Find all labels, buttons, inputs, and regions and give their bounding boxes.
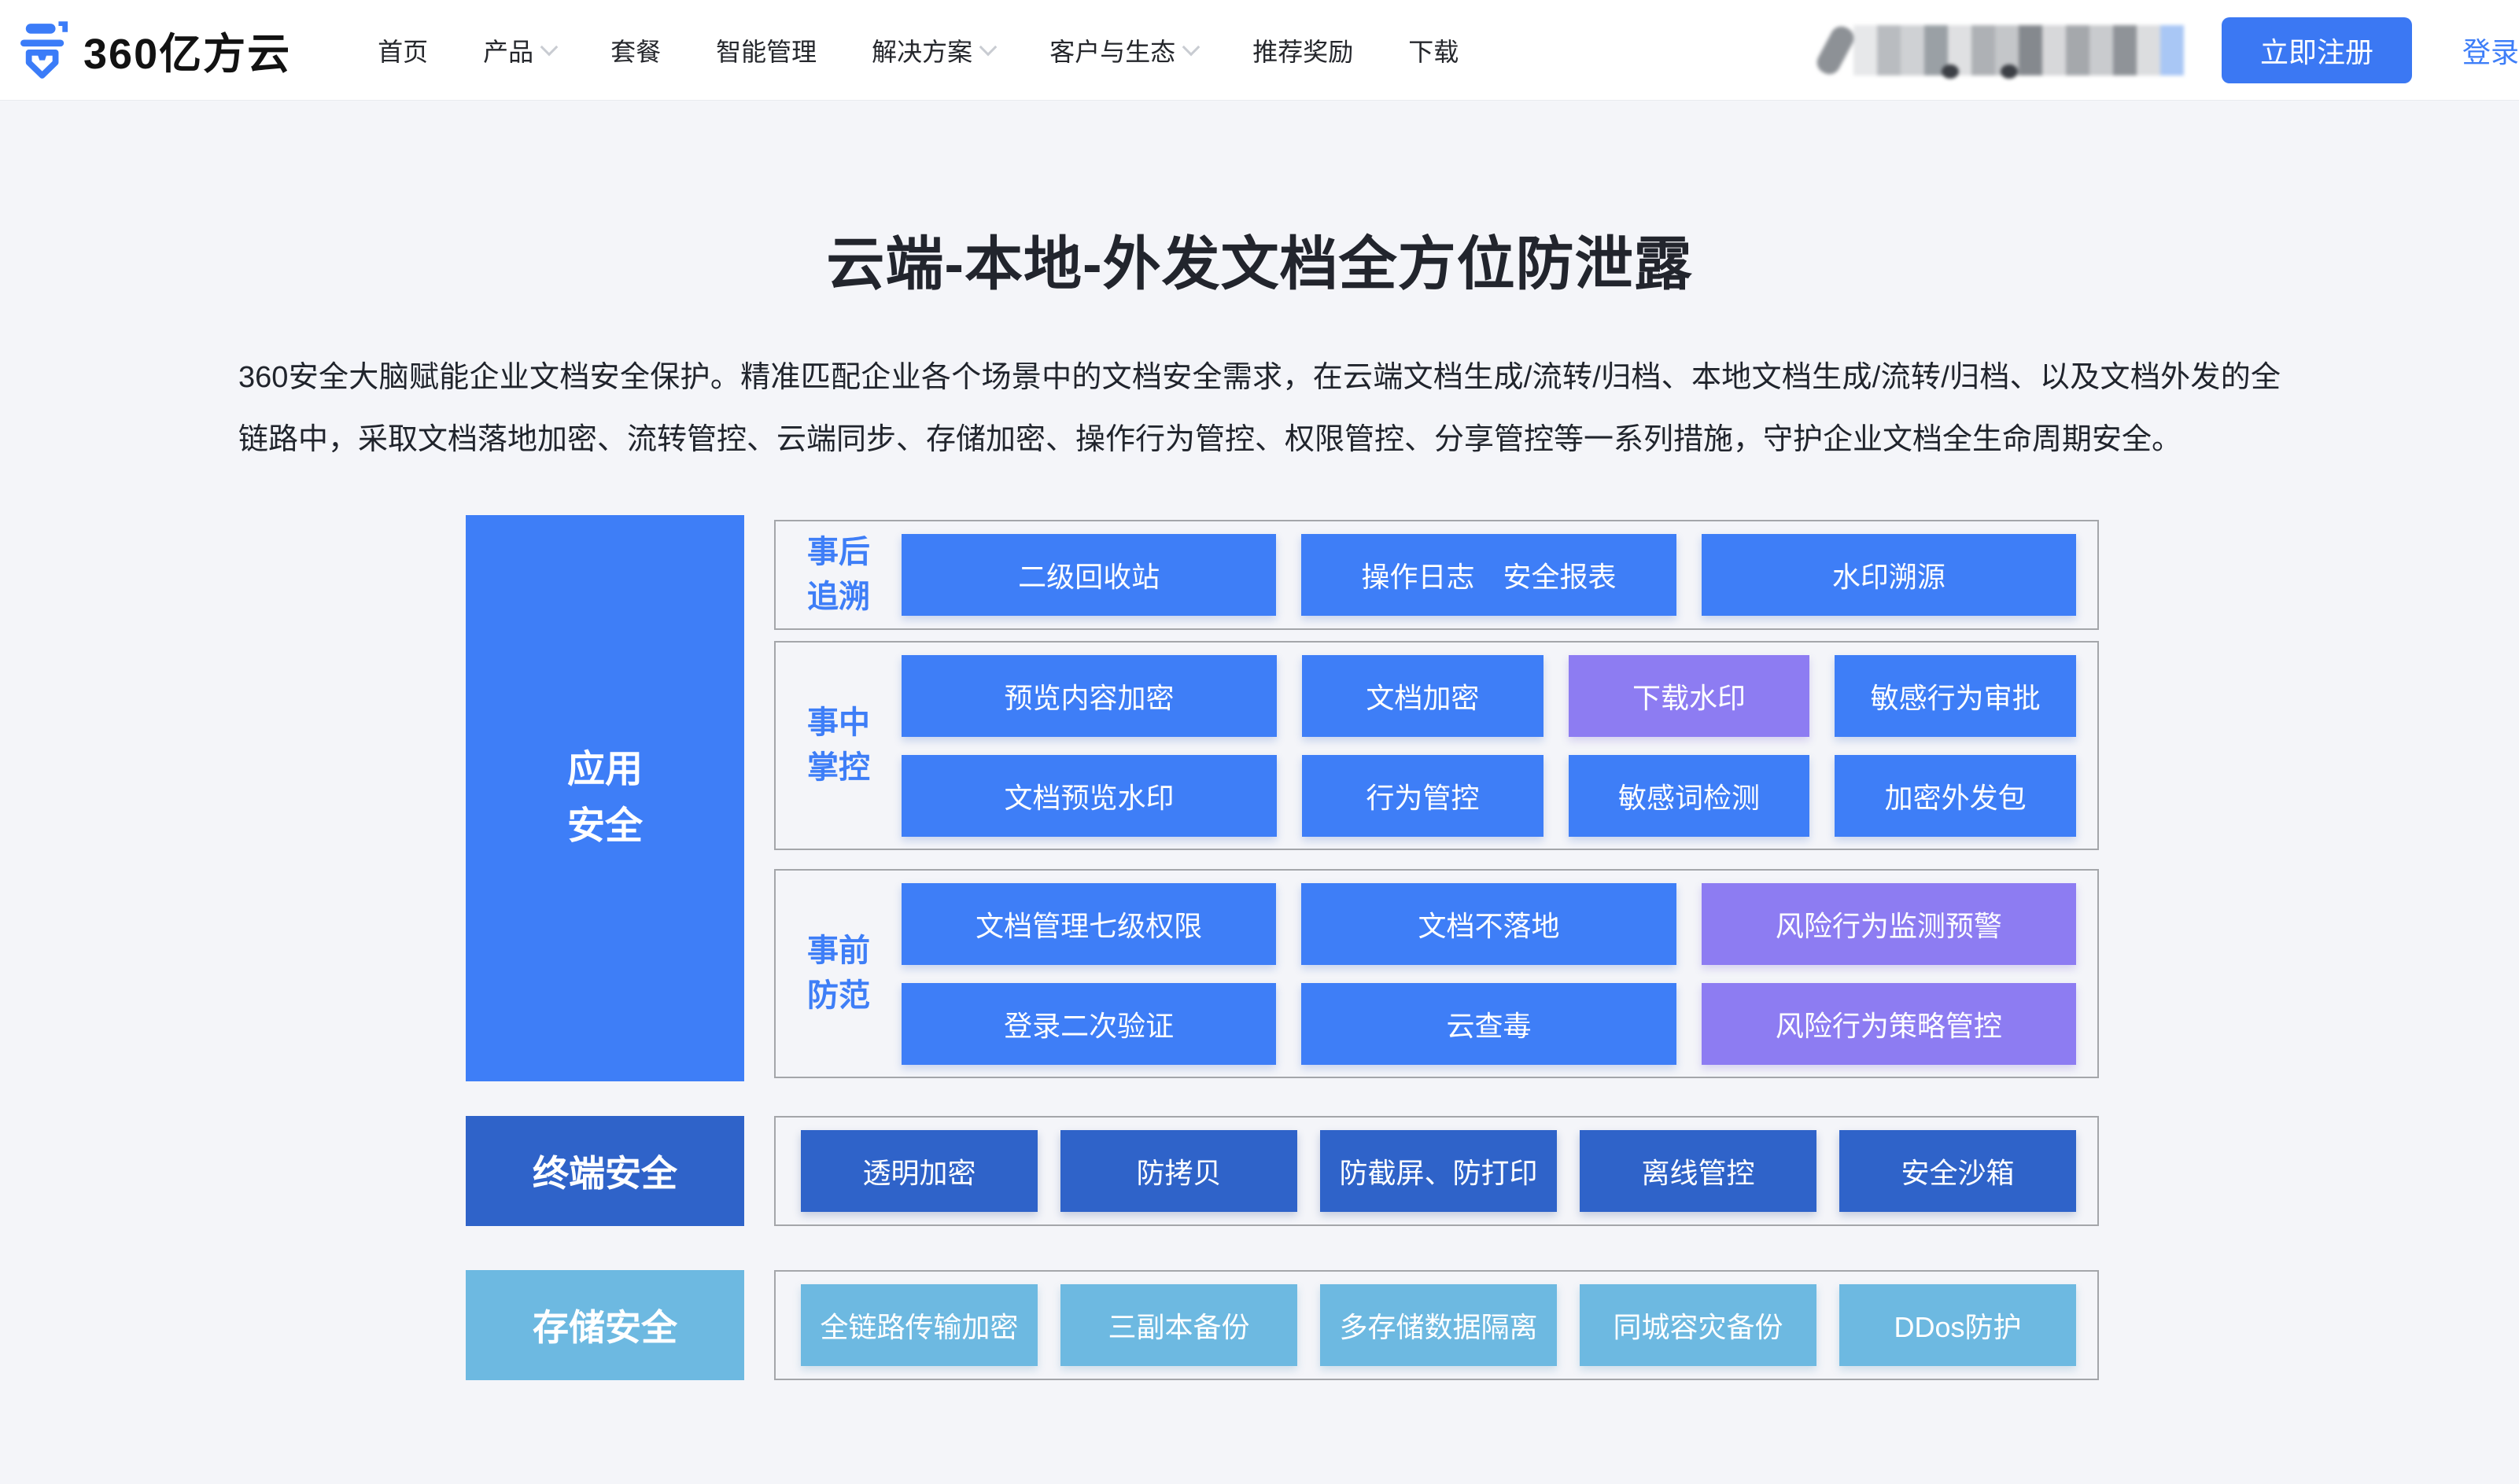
feature-tile: DDos防护 [1839,1284,2076,1366]
feature-tile: 防截屏、防打印 [1320,1130,1557,1212]
panel-label-line: 防范 [807,978,870,1013]
nav-label: 套餐 [610,37,662,66]
panel-label-beforehand: 事前 防范 [776,929,902,1018]
brand-logo[interactable]: 360亿方云 [20,19,291,81]
chevron-down-icon [979,38,998,56]
feature-tile: 同城容灾备份 [1580,1284,1816,1366]
nav-item-download[interactable]: 下载 [1408,32,1459,68]
page-title: 云端-本地-外发文档全方位防泄露 [826,231,1693,296]
panel-label-line: 掌控 [807,750,870,785]
panel-label-during: 事中 掌控 [776,701,902,790]
nav-label: 推荐奖励 [1252,37,1354,66]
category-application-security: 应用 安全 [466,515,744,1081]
section-description: 360安全大脑赋能企业文档安全保护。精准匹配企业各个场景中的文档安全需求，在云端… [238,361,2281,456]
feature-tile: 水印溯源 [1701,534,2076,616]
feature-tile: 预览内容加密 [902,654,1277,737]
chevron-down-icon [1182,38,1200,56]
panel-during-control: 事中 掌控 预览内容加密 文档加密 下载水印 敏感行为审批 文档预览水印 行为管… [774,641,2099,850]
header-right: 立即注册 登录 [1813,17,2519,83]
security-section: 云端-本地-外发文档全方位防泄露 360安全大脑赋能企业文档安全保护。精准匹配企… [0,101,2519,1388]
register-button[interactable]: 立即注册 [2221,17,2412,83]
panel-label-line: 事中 [807,705,870,740]
feature-tile: 登录二次验证 [902,982,1277,1065]
brand-logo-text: 360亿方云 [83,31,292,78]
feature-tile: 风险行为策略管控 [1701,982,2076,1065]
feature-tile: 防拷贝 [1060,1130,1297,1212]
top-navbar: 360亿方云 首页 产品 套餐 智能管理 解决方案 客户与生态 推荐奖励 下载 … [0,0,2519,101]
feature-tile: 安全沙箱 [1839,1130,2076,1212]
nav-item-customers-ecosystem[interactable]: 客户与生态 [1049,32,1200,68]
nav-item-solutions[interactable]: 解决方案 [872,32,998,68]
feature-tile: 行为管控 [1302,754,1543,837]
nav-label: 智能管理 [716,37,817,66]
feature-tile: 三副本备份 [1060,1284,1297,1366]
feature-tile: 操作日志 安全报表 [1301,534,1676,616]
login-link[interactable]: 登录 [2462,35,2519,68]
feature-tile: 文档加密 [1302,654,1543,737]
feature-tile: 敏感词检测 [1568,754,1810,837]
panel-storage-security: 全链路传输加密 三副本备份 多存储数据隔离 同城容灾备份 DDos防护 [774,1270,2099,1380]
feature-tile: 加密外发包 [1835,754,2076,837]
feature-tile: 全链路传输加密 [801,1284,1038,1366]
feature-tile: 透明加密 [801,1130,1038,1212]
main-nav: 首页 产品 套餐 智能管理 解决方案 客户与生态 推荐奖励 下载 [378,32,1459,68]
feature-tile: 文档管理七级权限 [902,882,1277,965]
category-storage-security: 存储安全 [466,1270,744,1380]
nav-label: 产品 [483,37,534,66]
nav-item-home[interactable]: 首页 [378,32,428,68]
nav-item-smart-management[interactable]: 智能管理 [716,32,817,68]
panel-label-line: 追溯 [807,580,870,614]
panel-afterward-tracing: 事后 追溯 二级回收站 操作日志 安全报表 水印溯源 [774,520,2099,630]
panel-label-afterward: 事后 追溯 [776,530,902,620]
nav-item-referral-rewards[interactable]: 推荐奖励 [1252,32,1353,68]
phone-number-blurred [1813,20,2184,80]
panel-label-line: 事前 [807,933,870,968]
mosaic-dark-spot [1941,64,1959,79]
nav-label: 下载 [1408,37,1459,66]
phone-icon [1813,22,1858,78]
feature-tile: 敏感行为审批 [1835,654,2076,737]
mosaic-dark-spot [2000,64,2018,79]
feature-tile: 二级回收站 [902,534,1277,616]
nav-label: 解决方案 [872,37,973,66]
feature-tile: 多存储数据隔离 [1320,1284,1557,1366]
nav-label: 首页 [378,37,429,66]
panel-terminal-security: 透明加密 防拷贝 防截屏、防打印 离线管控 安全沙箱 [774,1116,2099,1226]
chevron-down-icon [540,38,559,56]
panel-beforehand-prevention: 事前 防范 文档管理七级权限 文档不落地 风险行为监测预警 登录二次验证 云查毒… [774,869,2099,1078]
category-label-line: 安全 [566,805,643,847]
nav-item-plans[interactable]: 套餐 [610,32,661,68]
feature-tile: 风险行为监测预警 [1701,882,2076,965]
panel-label-line: 事后 [807,535,870,569]
feature-tile: 下载水印 [1568,654,1810,737]
feature-tile: 云查毒 [1301,982,1676,1065]
feature-tile: 离线管控 [1580,1130,1816,1212]
category-terminal-security: 终端安全 [466,1116,744,1226]
security-architecture-diagram: 应用 安全 事后 追溯 二级回收站 操作日志 安全报表 水印溯源 [0,515,2519,1388]
feature-tile: 文档预览水印 [902,754,1277,837]
category-label-line: 应用 [566,749,643,790]
brand-logo-icon [20,20,69,81]
nav-label: 客户与生态 [1049,37,1176,66]
feature-tile: 文档不落地 [1301,882,1676,965]
nav-item-products[interactable]: 产品 [483,32,559,68]
